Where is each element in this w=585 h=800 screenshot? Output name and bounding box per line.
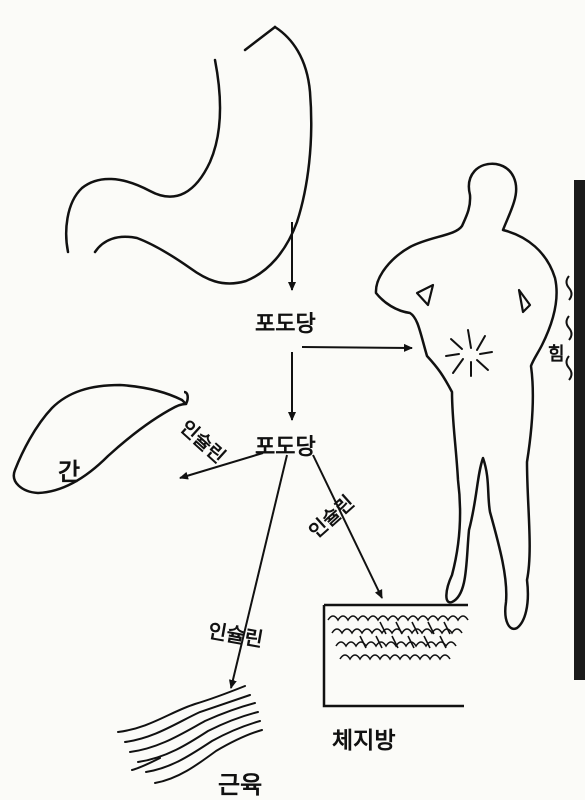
glucose-label-top: 포도당 [255, 314, 316, 336]
energy-label: 힘 [548, 346, 565, 364]
page-edge-strip [567, 180, 585, 680]
liver-label: 간 [58, 460, 80, 484]
arrow-glucose-to-body [302, 347, 412, 348]
muscle-drawing [118, 686, 262, 783]
glucose-label-mid: 포도당 [255, 437, 316, 459]
body-fat-drawing [324, 605, 468, 706]
energy-burst-icon [446, 330, 492, 376]
arrow-to-muscle [231, 455, 287, 688]
person-outline [376, 164, 557, 629]
body-fat-label: 체지방 [332, 730, 395, 753]
muscle-label: 근육 [218, 773, 262, 797]
liver-drawing [14, 385, 188, 493]
stomach-drawing [66, 27, 311, 283]
